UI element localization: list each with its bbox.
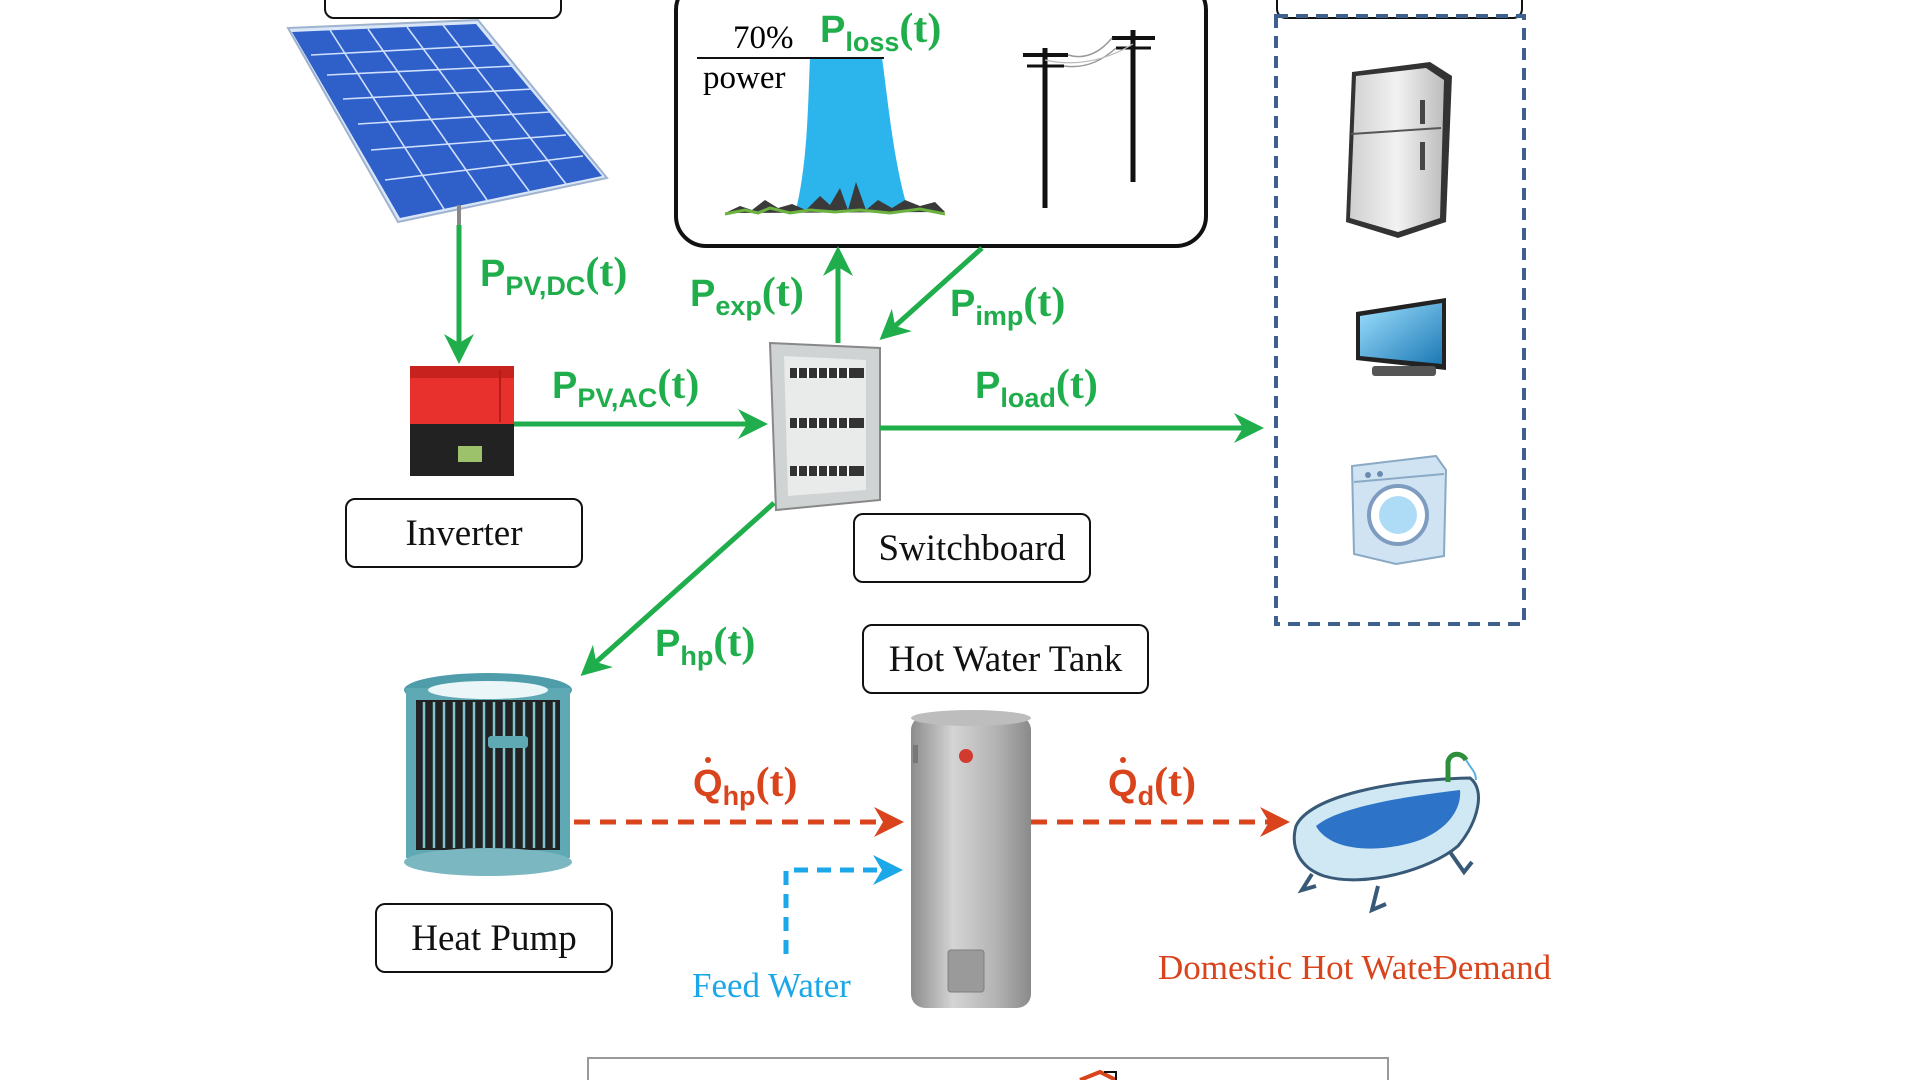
heat-pump-icon [404,673,572,876]
label-p-pv-dc: PPV,DC(t) [480,250,628,301]
label-p-imp: Pimp(t) [950,280,1066,331]
switchboard-icon [768,341,881,512]
label-q-hp: Qhp(t) [693,757,798,811]
inverter-label: Inverter [345,498,583,568]
fridge-icon [1346,62,1452,238]
grid-pole-icon [1023,30,1155,208]
water-tank-icon [911,710,1031,1008]
solar-panel-icon [286,18,609,225]
inset-percent-label: 70% [733,20,794,56]
inset-power-label: power [703,60,786,96]
legend-bracket-icon [1104,1071,1117,1080]
arrow-feed-water [783,855,903,954]
label-p-hp: Php(t) [655,620,756,671]
label-p-pv-ac: PPV,AC(t) [552,362,700,413]
loads-group-box [1274,14,1526,626]
bathtub-icon [1292,751,1480,914]
legend-box [587,1057,1389,1080]
arrow-import [879,246,984,341]
domestic-hot-water-demand-label: Domestic Hot WateÐemand [1158,948,1552,987]
heat-pump-label: Heat Pump [375,903,613,973]
label-p-exp: Pexp(t) [690,270,804,321]
feed-water-label: Feed Water [692,966,851,1005]
label-p-load: Pload(t) [975,362,1098,413]
tv-icon [1356,298,1446,376]
washing-machine-icon [1350,454,1448,566]
legend-arrow-icon [1079,1069,1117,1080]
arrow-heat-pump [580,501,776,676]
label-p-loss: Ploss(t) [820,6,942,57]
power-distribution-plot [697,57,946,216]
hot-water-tank-label: Hot Water Tank [862,624,1149,694]
pv-array-label-box [324,0,562,19]
inverter-icon [410,366,514,476]
label-q-d: Qd(t) [1108,757,1197,811]
switchboard-label: Switchboard [853,513,1091,583]
